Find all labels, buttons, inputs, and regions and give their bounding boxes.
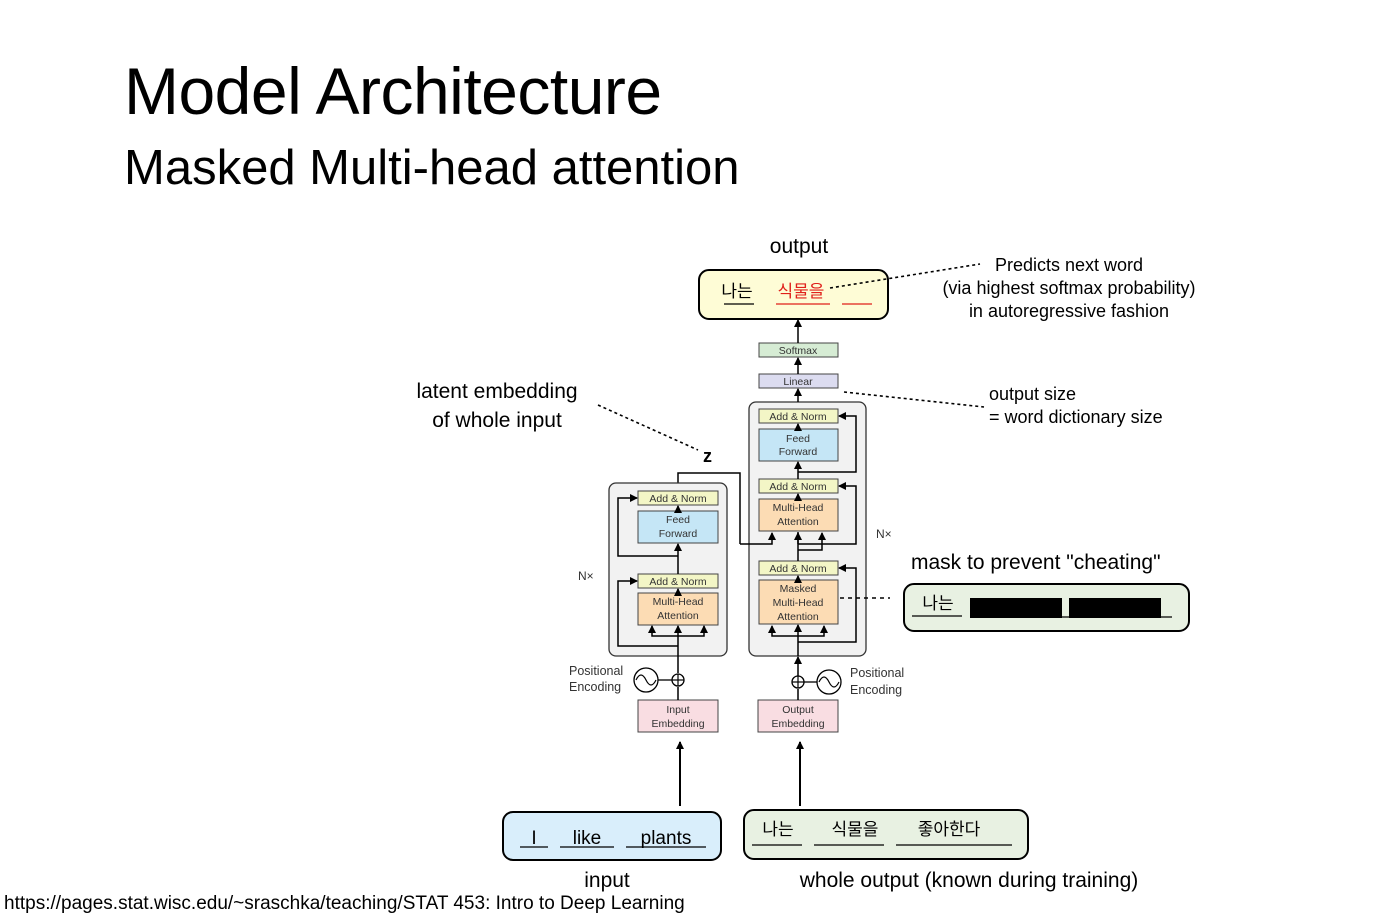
dec-pos-label-1: Positional <box>850 666 904 680</box>
slide-subtitle: Masked Multi-head attention <box>124 141 740 195</box>
enc-pos-label-2: Encoding <box>569 680 621 694</box>
output-embedding <box>757 699 839 733</box>
encoder-stack <box>608 482 728 657</box>
input-token-1: I <box>531 828 536 849</box>
predict-note-line-3: in autoregressive fashion <box>969 301 1169 321</box>
whole-output-token-1: 나는 <box>762 820 793 839</box>
outsize-note-line-1: output size <box>989 384 1076 404</box>
latent-note-line-2: of whole input <box>432 409 562 432</box>
z-label: z <box>703 446 712 466</box>
mask-token-1: 나는 <box>922 594 953 613</box>
dec-mha-label-1: Multi-Head <box>773 502 824 514</box>
softmax-label: Softmax <box>779 345 818 357</box>
dec-mha-label-2: Attention <box>777 516 819 528</box>
dec-ff-label-1: Feed <box>786 433 810 445</box>
enc-ff-label-2: Forward <box>659 528 698 540</box>
enc-add-norm-2-label: Add & Norm <box>649 493 706 505</box>
mask-title: mask to prevent "cheating" <box>911 551 1161 574</box>
output-emb-label-1: Output <box>782 704 814 716</box>
dec-ff-label-2: Forward <box>779 446 818 458</box>
slide-title: Model Architecture <box>124 54 662 128</box>
outsize-note-line-2: = word dictionary size <box>989 407 1163 427</box>
dec-add-norm-3-label: Add & Norm <box>769 411 826 423</box>
dec-masked-mha-label-2: Attention <box>777 611 819 623</box>
predict-note-line-2: (via highest softmax probability) <box>942 278 1195 298</box>
latent-note-line-1: latent embedding <box>416 380 577 403</box>
enc-self-attention <box>637 592 719 626</box>
source-footer: https://pages.stat.wisc.edu/~sraschka/te… <box>4 893 685 914</box>
enc-add-norm-1-label: Add & Norm <box>649 576 706 588</box>
enc-mha-label-1: Multi-Head <box>653 596 704 608</box>
dec-add-norm-1-label: Add & Norm <box>769 563 826 575</box>
output-emb-label-2: Embedding <box>771 718 824 730</box>
dec-masked-label: Masked <box>780 583 817 595</box>
whole-output-token-2: 식물을 <box>832 820 879 839</box>
predict-note-line-1: Predicts next word <box>995 255 1143 275</box>
output-label: output <box>770 235 829 258</box>
input-emb-label-1: Input <box>666 704 689 716</box>
linear-label: Linear <box>783 376 813 388</box>
latent-dotted-line <box>597 404 699 451</box>
whole-output-token-3: 좋아한다 <box>918 820 981 839</box>
input-token-2: like <box>573 828 602 849</box>
output-token-1: 나는 <box>721 282 752 301</box>
enc-ff-label-1: Feed <box>666 514 690 526</box>
input-embedding <box>637 699 719 733</box>
input-box <box>502 811 722 861</box>
whole-output-box <box>743 809 1029 860</box>
whole-output-label: whole output (known during training) <box>799 869 1139 892</box>
predict-dotted-line <box>829 263 981 289</box>
input-label: input <box>584 869 630 892</box>
enc-pos-label-1: Positional <box>569 664 623 678</box>
decoder-nx: N× <box>876 527 892 541</box>
input-token-3: plants <box>641 828 692 849</box>
output-token-2: 식물을 <box>778 282 825 301</box>
dec-masked-mha-label-1: Multi-Head <box>773 597 824 609</box>
input-emb-label-2: Embedding <box>651 718 704 730</box>
output-box <box>698 269 889 320</box>
enc-mha-label-2: Attention <box>657 610 699 622</box>
mask-block-1 <box>970 598 1062 618</box>
encoder-nx: N× <box>578 569 594 583</box>
dec-pos-label-2: Encoding <box>850 683 902 697</box>
dec-add-norm-2-label: Add & Norm <box>769 481 826 493</box>
mask-block-2 <box>1069 598 1161 618</box>
